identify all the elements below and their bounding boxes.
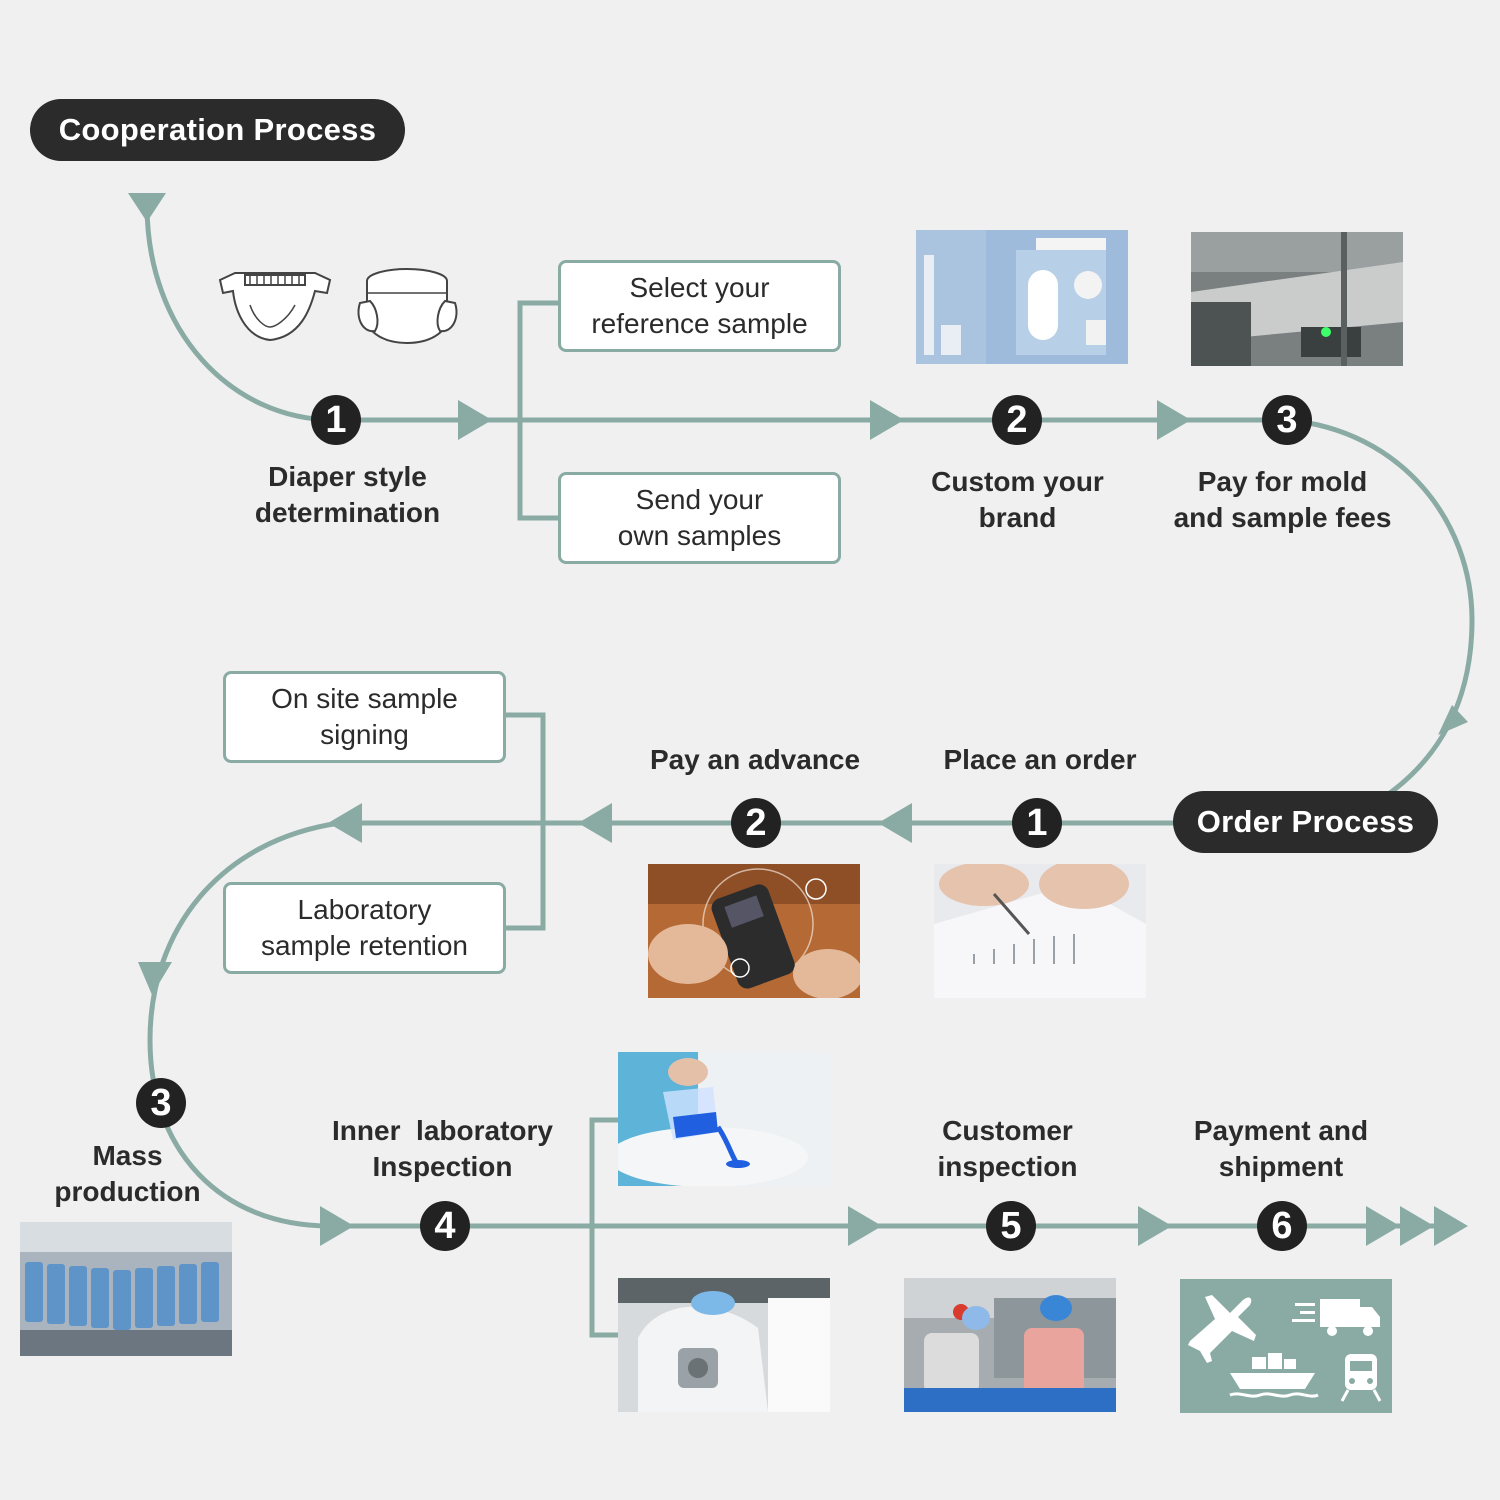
- order-step-2-label: Pay an advance: [649, 744, 861, 775]
- order-step-1-label: Place an order: [943, 744, 1137, 775]
- order-step-3-number: 3: [136, 1078, 186, 1128]
- start-curve: [144, 204, 336, 423]
- coop-step-3-number: 3: [1262, 395, 1312, 445]
- label-line1: Customer: [942, 1115, 1073, 1146]
- ship-icon: [1229, 1353, 1319, 1398]
- label-line2: brand: [978, 502, 1057, 533]
- payment-terminal-photo: [648, 864, 860, 998]
- coop-step-3-label: Pay for mold and sample fees: [1150, 464, 1415, 536]
- lab-machine-photo: [618, 1278, 830, 1412]
- order-step-3-label: Mass production: [35, 1138, 220, 1210]
- order-step-5-number: 5: [986, 1201, 1036, 1251]
- label-line1: Inner laboratory: [332, 1115, 553, 1146]
- shipment-icons-tile: [1180, 1279, 1392, 1413]
- label-line1: Mass: [92, 1140, 163, 1171]
- label-line1: Pay for mold: [1197, 466, 1368, 497]
- lab-liquid-test-photo: [618, 1052, 830, 1186]
- label-line2: determination: [254, 497, 441, 528]
- order-step-6-number: 6: [1257, 1201, 1307, 1251]
- label-line2: production: [54, 1176, 201, 1207]
- label-line1: Diaper style: [268, 461, 427, 492]
- truck-icon: [1292, 1299, 1380, 1336]
- option-line1: Select your: [629, 272, 770, 303]
- option-select-reference-sample: Select your reference sample: [558, 260, 841, 352]
- label-line2: shipment: [1218, 1151, 1344, 1182]
- label-line1: Custom your: [931, 466, 1104, 497]
- order-step-1-number: 1: [1012, 798, 1062, 848]
- coop-step-1-label: Diaper style determination: [240, 459, 455, 531]
- customer-inspection-photo: [904, 1278, 1116, 1412]
- coop-step-2-label: Custom your brand: [905, 464, 1130, 536]
- train-icon: [1340, 1354, 1382, 1402]
- label-line2: Inspection: [372, 1151, 513, 1182]
- order-documents-photo: [934, 864, 1146, 998]
- order-process-header: Order Process: [1173, 791, 1438, 853]
- brand-package-photo: [916, 230, 1128, 364]
- coop-step-1-number: 1: [311, 395, 361, 445]
- mold-machine-photo: [1191, 232, 1403, 366]
- option-send-own-samples: Send your own samples: [558, 472, 841, 564]
- option-line1: Send your: [635, 484, 764, 515]
- option-line1: Laboratory: [297, 894, 432, 925]
- coop-step-2-number: 2: [992, 395, 1042, 445]
- order-step-6-label: Payment and shipment: [1170, 1113, 1392, 1185]
- option-line2: sample retention: [260, 930, 468, 961]
- option-line1: On site sample: [271, 683, 458, 714]
- label-line1: Payment and: [1193, 1115, 1369, 1146]
- option-line2: own samples: [617, 520, 782, 551]
- option-on-site-sample-signing: On site sample signing: [223, 671, 506, 763]
- mass-production-photo: [20, 1222, 232, 1356]
- option-line2: reference sample: [591, 308, 808, 339]
- option-line2: signing: [320, 719, 409, 750]
- order-step-2-number: 2: [731, 798, 781, 848]
- option-laboratory-sample-retention: Laboratory sample retention: [223, 882, 506, 974]
- airplane-icon: [1188, 1295, 1256, 1363]
- cooperation-process-header: Cooperation Process: [30, 99, 405, 161]
- order-step-4-number: 4: [420, 1201, 470, 1251]
- label-line2: and sample fees: [1173, 502, 1392, 533]
- diaper-pants-icon: [357, 268, 458, 345]
- order-step-5-label: Customer inspection: [895, 1113, 1120, 1185]
- label-line2: inspection: [937, 1151, 1078, 1182]
- diaper-tape-icon: [218, 272, 332, 342]
